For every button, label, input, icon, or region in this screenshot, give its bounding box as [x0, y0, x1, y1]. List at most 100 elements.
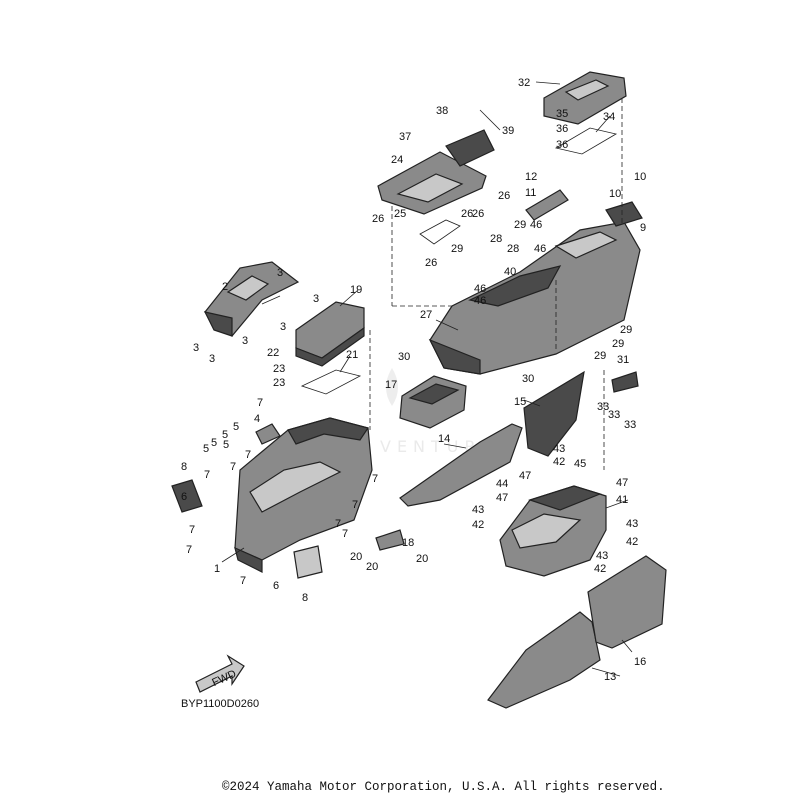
part-tray-17 [399, 375, 467, 429]
part-bracket-9 [605, 201, 643, 227]
callout-19: 19 [350, 284, 362, 296]
callout-28: 28 [490, 233, 502, 245]
callout-3: 3 [209, 353, 215, 365]
callout-7: 7 [245, 449, 251, 461]
callout-38: 38 [436, 105, 448, 117]
callout-26: 26 [472, 208, 484, 220]
callout-43: 43 [596, 550, 608, 562]
part-handle-4 [255, 423, 281, 445]
callout-26: 26 [372, 213, 384, 225]
callout-46: 46 [534, 243, 546, 255]
callout-26: 26 [498, 190, 510, 202]
callout-7: 7 [240, 575, 246, 587]
diagram-code: BYP1100D0260 [181, 698, 260, 710]
callout-29: 29 [451, 243, 463, 255]
callout-3: 3 [277, 267, 283, 279]
callout-7: 7 [372, 473, 378, 485]
callout-2: 2 [222, 281, 228, 293]
fwd-arrow-icon: FWD [195, 654, 245, 693]
callout-7: 7 [335, 518, 341, 530]
callout-42: 42 [472, 519, 484, 531]
callout-46: 46 [530, 219, 542, 231]
callout-5: 5 [233, 421, 239, 433]
callout-44: 44 [496, 478, 508, 490]
part-console-27 [428, 221, 641, 375]
callout-7: 7 [257, 397, 263, 409]
callout-32: 32 [518, 77, 530, 89]
callout-7: 7 [342, 528, 348, 540]
part-cover-19 [295, 301, 365, 367]
callout-26: 26 [461, 208, 473, 220]
callout-15: 15 [514, 396, 526, 408]
callout-6: 6 [273, 580, 279, 592]
callout-leaders [221, 81, 633, 677]
callout-7: 7 [186, 544, 192, 556]
callout-47: 47 [519, 470, 531, 482]
part-holder-11 [525, 189, 569, 221]
part-console-front-1 [234, 417, 373, 573]
part-lid-32 [543, 71, 627, 125]
callout-7: 7 [352, 499, 358, 511]
callout-36: 36 [556, 139, 568, 151]
callout-47: 47 [496, 492, 508, 504]
callout-6: 6 [181, 491, 187, 503]
callout-17: 17 [385, 379, 397, 391]
callout-4: 4 [254, 413, 260, 425]
callout-8: 8 [302, 592, 308, 604]
watermark-text: VENTURE [380, 437, 498, 456]
callout-14: 14 [438, 433, 450, 445]
callouts: 1 2 3 3 3 3 3 3 4 5 5 5 5 5 6 6 7 7 7 7 … [181, 77, 646, 683]
callout-16: 16 [634, 656, 646, 668]
part-plate-8 [293, 545, 323, 579]
callout-11: 11 [525, 187, 536, 199]
callout-31: 31 [617, 354, 629, 366]
callout-10: 10 [609, 188, 621, 200]
callout-23: 23 [273, 363, 285, 375]
callout-22: 22 [267, 347, 279, 359]
part-cover-24 [377, 151, 487, 215]
callout-40: 40 [504, 266, 516, 278]
callout-46: 46 [474, 283, 486, 295]
callout-20: 20 [416, 553, 428, 565]
callout-20: 20 [366, 561, 378, 573]
callout-41: 41 [616, 494, 628, 506]
callout-9: 9 [640, 222, 646, 234]
part-gasket-25 [419, 219, 461, 245]
callout-24: 24 [391, 154, 403, 166]
callout-13: 13 [604, 671, 616, 683]
callout-3: 3 [313, 293, 319, 305]
callout-37: 37 [399, 131, 411, 143]
callout-7: 7 [230, 461, 236, 473]
callout-29: 29 [594, 350, 606, 362]
part-bracket-18 [375, 529, 405, 551]
callout-46: 46 [474, 295, 486, 307]
callout-36: 36 [556, 123, 568, 135]
part-bin-41 [499, 485, 607, 577]
watermark: VENTURE [380, 368, 498, 456]
callout-3: 3 [193, 342, 199, 354]
callout-45: 45 [574, 458, 586, 470]
leader-lines [369, 98, 623, 470]
callout-23: 23 [273, 377, 285, 389]
callout-8: 8 [181, 461, 187, 473]
callout-27: 27 [420, 309, 432, 321]
callout-1: 1 [214, 563, 220, 575]
callout-7: 7 [189, 524, 195, 536]
part-panel-16 [587, 555, 667, 649]
callout-5: 5 [223, 439, 229, 451]
callout-7: 7 [204, 469, 210, 481]
part-panel-14 [399, 423, 523, 507]
part-lid-37 [445, 129, 495, 167]
callout-28: 28 [507, 243, 519, 255]
callout-29: 29 [514, 219, 526, 231]
callout-39: 39 [502, 125, 514, 137]
callout-42: 42 [553, 456, 565, 468]
callout-3: 3 [280, 321, 286, 333]
callout-35: 35 [556, 108, 568, 120]
part-gasket-34 [554, 127, 618, 155]
callout-26: 26 [425, 257, 437, 269]
callout-20: 20 [350, 551, 362, 563]
callout-33: 33 [608, 409, 620, 421]
callout-29: 29 [620, 324, 632, 336]
callout-30: 30 [522, 373, 534, 385]
